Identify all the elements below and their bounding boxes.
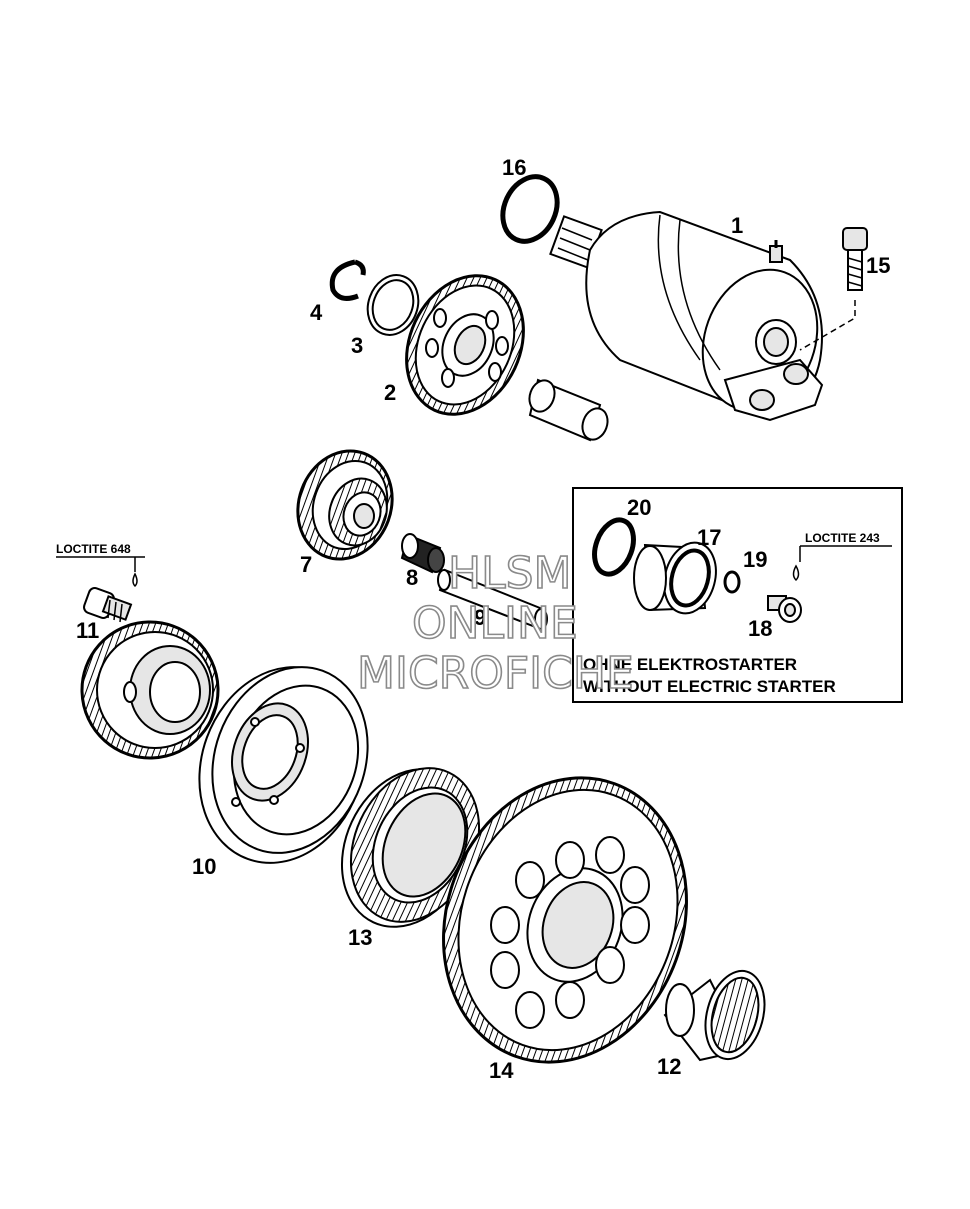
callout-15: 15 <box>866 253 890 278</box>
watermark: HLSM ONLINE MICROFICHE <box>356 547 634 700</box>
callout-11: 11 <box>76 618 99 643</box>
inset-box: LOCTITE 243 OHNE ELEKTROSTARTER WITHOUT … <box>572 487 903 703</box>
circlip-part-4 <box>329 259 366 301</box>
callout-10: 10 <box>192 854 216 879</box>
freewheel-part-13 <box>340 767 481 928</box>
washer-part-3 <box>366 274 420 336</box>
callout-9: 9 <box>474 605 486 630</box>
bushing-part-17 <box>633 541 717 615</box>
screw-part-18 <box>767 595 802 623</box>
loctite-243-label: LOCTITE 243 <box>805 531 880 545</box>
starter-motor-part-1 <box>549 210 824 422</box>
watermark-line-3: MICROFICHE <box>357 648 634 699</box>
callout-1: 1 <box>731 213 743 238</box>
needle-bearing-part-8 <box>400 533 445 574</box>
loctite-note-left: LOCTITE 648 <box>56 542 145 588</box>
sleeve <box>528 378 609 442</box>
washer-part-19 <box>723 570 741 594</box>
watermark-line-1: HLSM <box>448 548 572 599</box>
loctite-648-label: LOCTITE 648 <box>56 542 131 556</box>
callout-14: 14 <box>489 1058 514 1083</box>
watermark-line-2: ONLINE <box>412 598 578 649</box>
loctite-note-right: LOCTITE 243 <box>792 531 892 582</box>
screw-part-11 <box>83 587 133 623</box>
drive-gear-left <box>80 620 220 760</box>
gear-part-7 <box>296 449 394 561</box>
callout-19: 19 <box>743 547 767 572</box>
o-ring-part-16 <box>500 174 560 244</box>
o-ring-part-20 <box>592 517 636 577</box>
callouts: 16 1 15 4 3 2 7 8 9 11 20 17 19 18 10 13… <box>76 155 890 1083</box>
inset-line-1: OHNE ELEKTROSTARTER <box>583 655 797 674</box>
callout-12: 12 <box>657 1054 681 1079</box>
callout-2: 2 <box>384 380 396 405</box>
starter-gear-part-14 <box>442 776 688 1064</box>
callout-7: 7 <box>300 552 312 577</box>
callout-13: 13 <box>348 925 372 950</box>
callout-4: 4 <box>310 300 323 325</box>
bolt-part-15 <box>799 227 868 351</box>
inset-line-2: WITHOUT ELECTRIC STARTER <box>583 677 836 696</box>
callout-18: 18 <box>748 616 772 641</box>
callout-8: 8 <box>406 565 418 590</box>
callout-20: 20 <box>627 495 651 520</box>
callout-3: 3 <box>351 333 363 358</box>
callout-16: 16 <box>502 155 526 180</box>
needle-bearing-part-12 <box>663 969 766 1062</box>
shaft-part-9 <box>437 568 548 630</box>
freewheel-housing-part-10 <box>198 666 369 864</box>
callout-17: 17 <box>697 525 721 550</box>
gear-part-2 <box>405 274 525 416</box>
